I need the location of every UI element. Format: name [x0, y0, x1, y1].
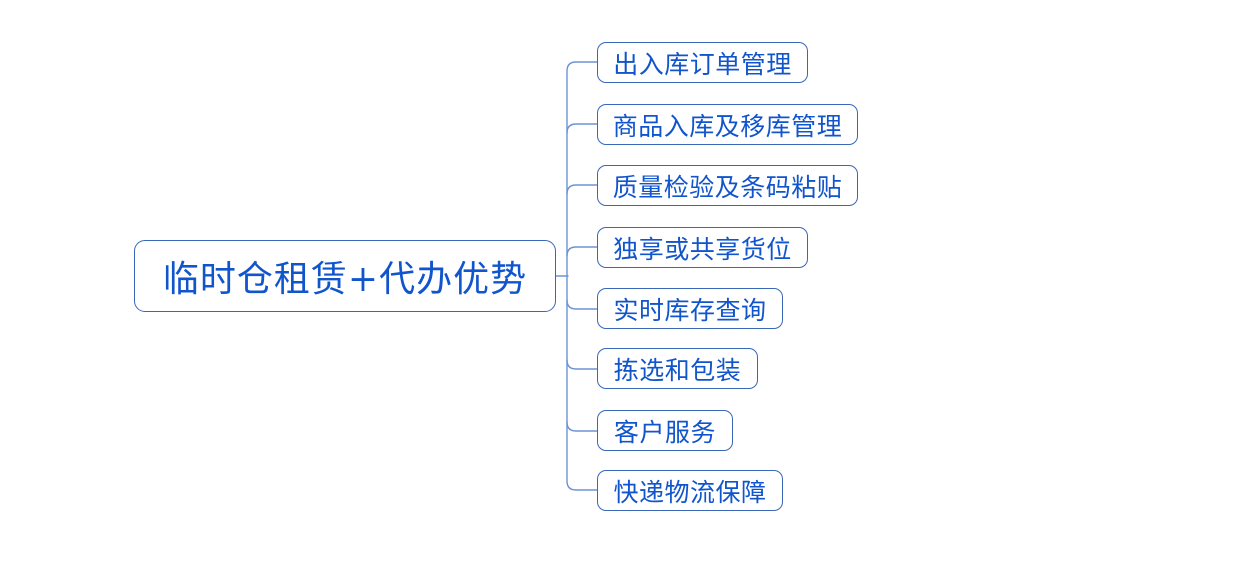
topic-label: 拣选和包装: [613, 355, 742, 385]
topic-label: 客户服务: [613, 417, 716, 447]
topic-label: 快递物流保障: [613, 477, 767, 507]
connector-branch-5: [566, 299, 598, 310]
topic-node-logistics-guarantee[interactable]: 快递物流保障: [597, 470, 783, 511]
topic-node-order-management[interactable]: 出入库订单管理: [597, 42, 808, 83]
topic-label: 独享或共享货位: [613, 234, 792, 264]
topic-label: 出入库订单管理: [613, 49, 792, 79]
topic-node-realtime-inventory[interactable]: 实时库存查询: [597, 288, 783, 329]
connector-branch-3: [566, 184, 598, 195]
connector-branch-7: [566, 421, 598, 432]
topic-node-inbound-transfer[interactable]: 商品入库及移库管理: [597, 104, 858, 145]
connector-branch-2: [566, 123, 598, 134]
topic-label: 商品入库及移库管理: [612, 111, 843, 141]
root-topic-label: 临时仓租赁+代办优势: [162, 259, 528, 300]
topic-node-pick-pack[interactable]: 拣选和包装: [597, 348, 758, 389]
connector-spine: [566, 61, 598, 491]
topic-node-quality-barcode[interactable]: 质量检验及条码粘贴: [597, 165, 858, 206]
topic-label: 实时库存查询: [613, 295, 767, 325]
topic-node-customer-service[interactable]: 客户服务: [597, 410, 733, 451]
topic-node-shared-slots[interactable]: 独享或共享货位: [597, 227, 808, 268]
connector-branch-4: [566, 246, 598, 257]
topic-label: 质量检验及条码粘贴: [612, 172, 843, 202]
connector-branch-6: [566, 359, 598, 370]
root-topic-node[interactable]: 临时仓租赁+代办优势: [134, 240, 556, 312]
